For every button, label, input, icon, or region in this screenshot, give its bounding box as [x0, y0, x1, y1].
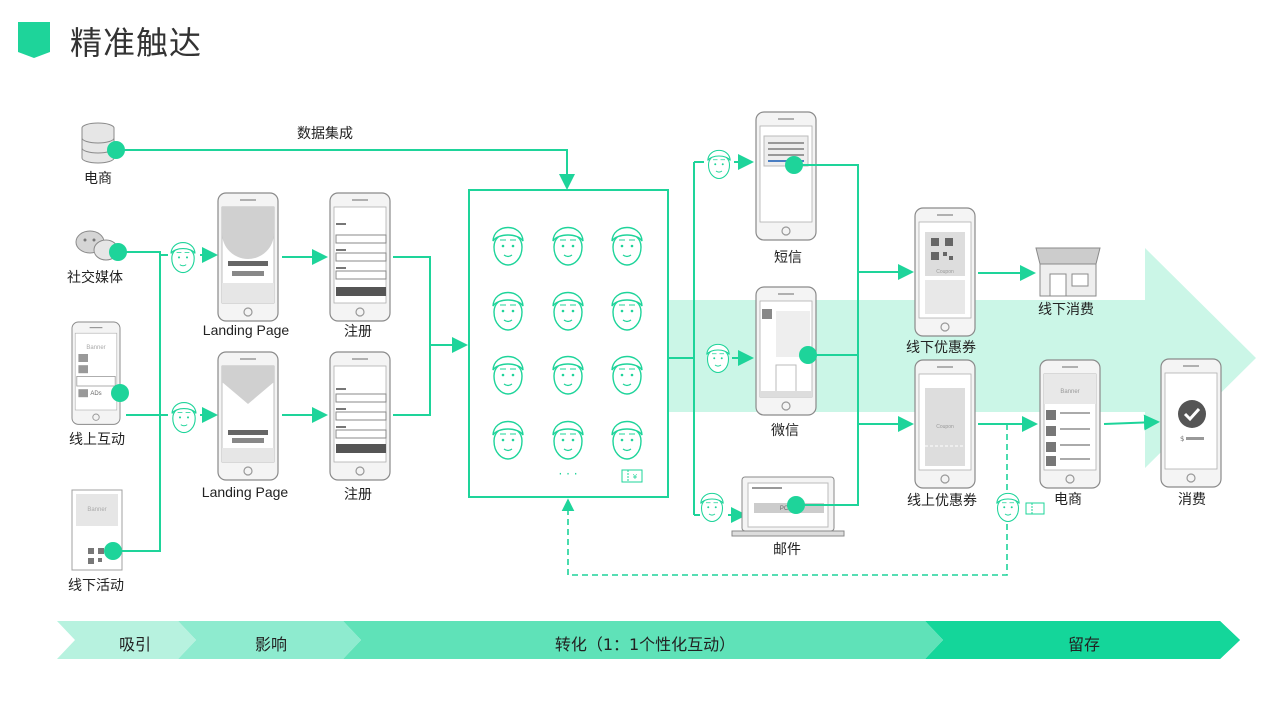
online-coupon-label: 线上优惠券 — [907, 493, 977, 509]
offline-consumption-label: 线下消费 — [1038, 302, 1094, 318]
stage-label-convert: 转化（1：1个性化互动） — [554, 635, 736, 654]
dollar-sign: $ — [1180, 435, 1184, 443]
ecommerce-node — [107, 141, 125, 159]
avatar-icon — [706, 343, 730, 374]
yen-text-1: ¥ — [633, 473, 638, 481]
banner-text-3: Banner — [1060, 389, 1079, 395]
online-coupon-phone — [914, 359, 976, 489]
data-integration-label: 数据集成 — [297, 126, 353, 142]
database-icon — [81, 122, 115, 164]
email-price-text: PC — [780, 506, 789, 512]
outcome-ecommerce-label: 电商 — [1054, 492, 1082, 508]
source-ecommerce-label: 电商 — [84, 171, 112, 187]
landing-page-label-2: Landing Page — [201, 484, 289, 500]
wechat-phone — [755, 286, 817, 416]
register-label-2: 注册 — [344, 487, 372, 503]
data-integration-line — [116, 149, 575, 190]
banner-text-1: Banner — [86, 345, 105, 351]
more-ellipsis: · · · — [558, 467, 577, 481]
channel-wechat-label: 微信 — [771, 423, 799, 439]
phone-icon — [71, 321, 121, 425]
check-icon — [1178, 400, 1206, 440]
coupon-icon — [621, 469, 643, 483]
channel-sms-label: 短信 — [774, 250, 802, 266]
coupon-icon — [1025, 502, 1045, 515]
consumption-label: 消费 — [1178, 492, 1206, 508]
landing-page-phone-1 — [217, 192, 279, 322]
register-phone-1 — [329, 192, 391, 322]
stage-retain — [925, 621, 1240, 659]
online-activity-node — [111, 384, 129, 402]
coupon-text-2: Coupon — [936, 424, 954, 430]
channel-email-label: 邮件 — [773, 542, 801, 558]
title-bookmark-icon — [18, 22, 50, 58]
register-label-1: 注册 — [344, 324, 372, 340]
sms-phone — [755, 111, 817, 241]
source-offline-label: 线下活动 — [68, 578, 124, 594]
avatar-icon — [707, 149, 731, 180]
stage-bar — [57, 621, 1240, 659]
register-phone-2 — [329, 351, 391, 481]
stage-label-retain: 留存 — [1067, 635, 1101, 654]
offline-coupon-phone — [914, 207, 976, 337]
stage-label-attract: 吸引 — [118, 635, 152, 654]
flyer-icon — [71, 489, 123, 571]
banner-text-2: Banner — [87, 507, 106, 513]
avatar-icon — [700, 492, 724, 523]
stage-influence — [178, 621, 361, 659]
ecommerce-phone — [1039, 359, 1101, 489]
store-icon — [1035, 247, 1101, 297]
stage-convert — [343, 621, 943, 659]
page-title: 精准触达 — [70, 24, 203, 62]
landing-page-label-1: Landing Page — [202, 322, 290, 338]
avatar-icon — [996, 492, 1020, 523]
landing-page-phone-2 — [217, 351, 279, 481]
avatar-icon — [171, 402, 197, 434]
offline-coupon-label: 线下优惠券 — [906, 340, 976, 356]
coupon-text-1: Coupon — [936, 269, 954, 275]
avatar-icon — [170, 242, 196, 274]
stage-attract-shape — [57, 621, 196, 659]
source-social-label: 社交媒体 — [67, 270, 123, 286]
ads-text: ADs — [90, 391, 101, 397]
source-online-label: 线上互动 — [69, 432, 125, 448]
stage-label-influence: 影响 — [254, 635, 288, 654]
